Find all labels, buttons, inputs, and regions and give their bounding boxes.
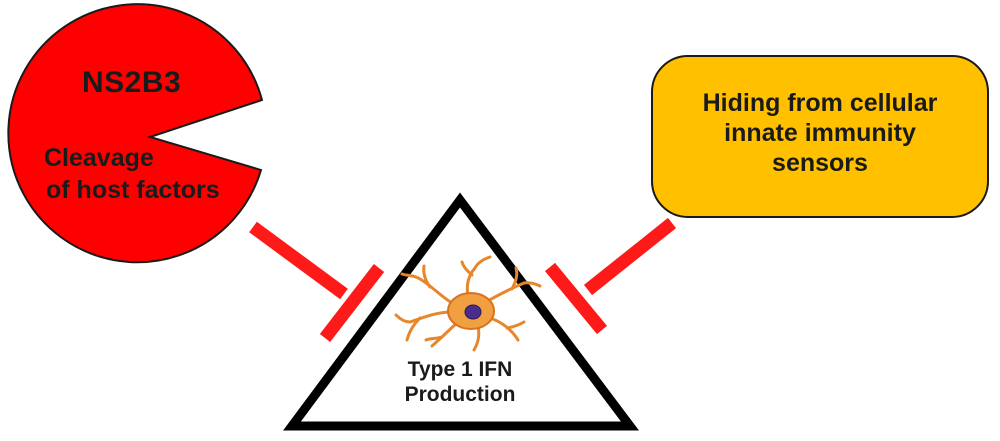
ifn-line1: Type 1 IFN <box>407 358 513 381</box>
hiding-sensors-text: Hiding from cellular innate immunity sen… <box>652 88 988 178</box>
ns2b3-pacman-shape <box>7 3 264 264</box>
left-inhibition-arrow <box>249 221 385 342</box>
hiding-line1: Hiding from cellular <box>702 89 938 117</box>
cleavage-label-line1: Cleavage <box>44 144 154 172</box>
neuron-cell-icon <box>394 255 542 352</box>
hiding-line2: innate immunity <box>724 119 916 147</box>
ifn-production-label: Type 1 IFN Production <box>360 357 560 407</box>
hiding-sensors-box <box>651 55 989 218</box>
cleavage-label-line2: of host factors <box>46 176 220 204</box>
right-inhibition-arrow <box>544 217 677 335</box>
ns2b3-title: NS2B3 <box>82 66 182 99</box>
ifn-line2: Production <box>404 383 516 406</box>
hiding-line3: sensors <box>772 149 868 177</box>
